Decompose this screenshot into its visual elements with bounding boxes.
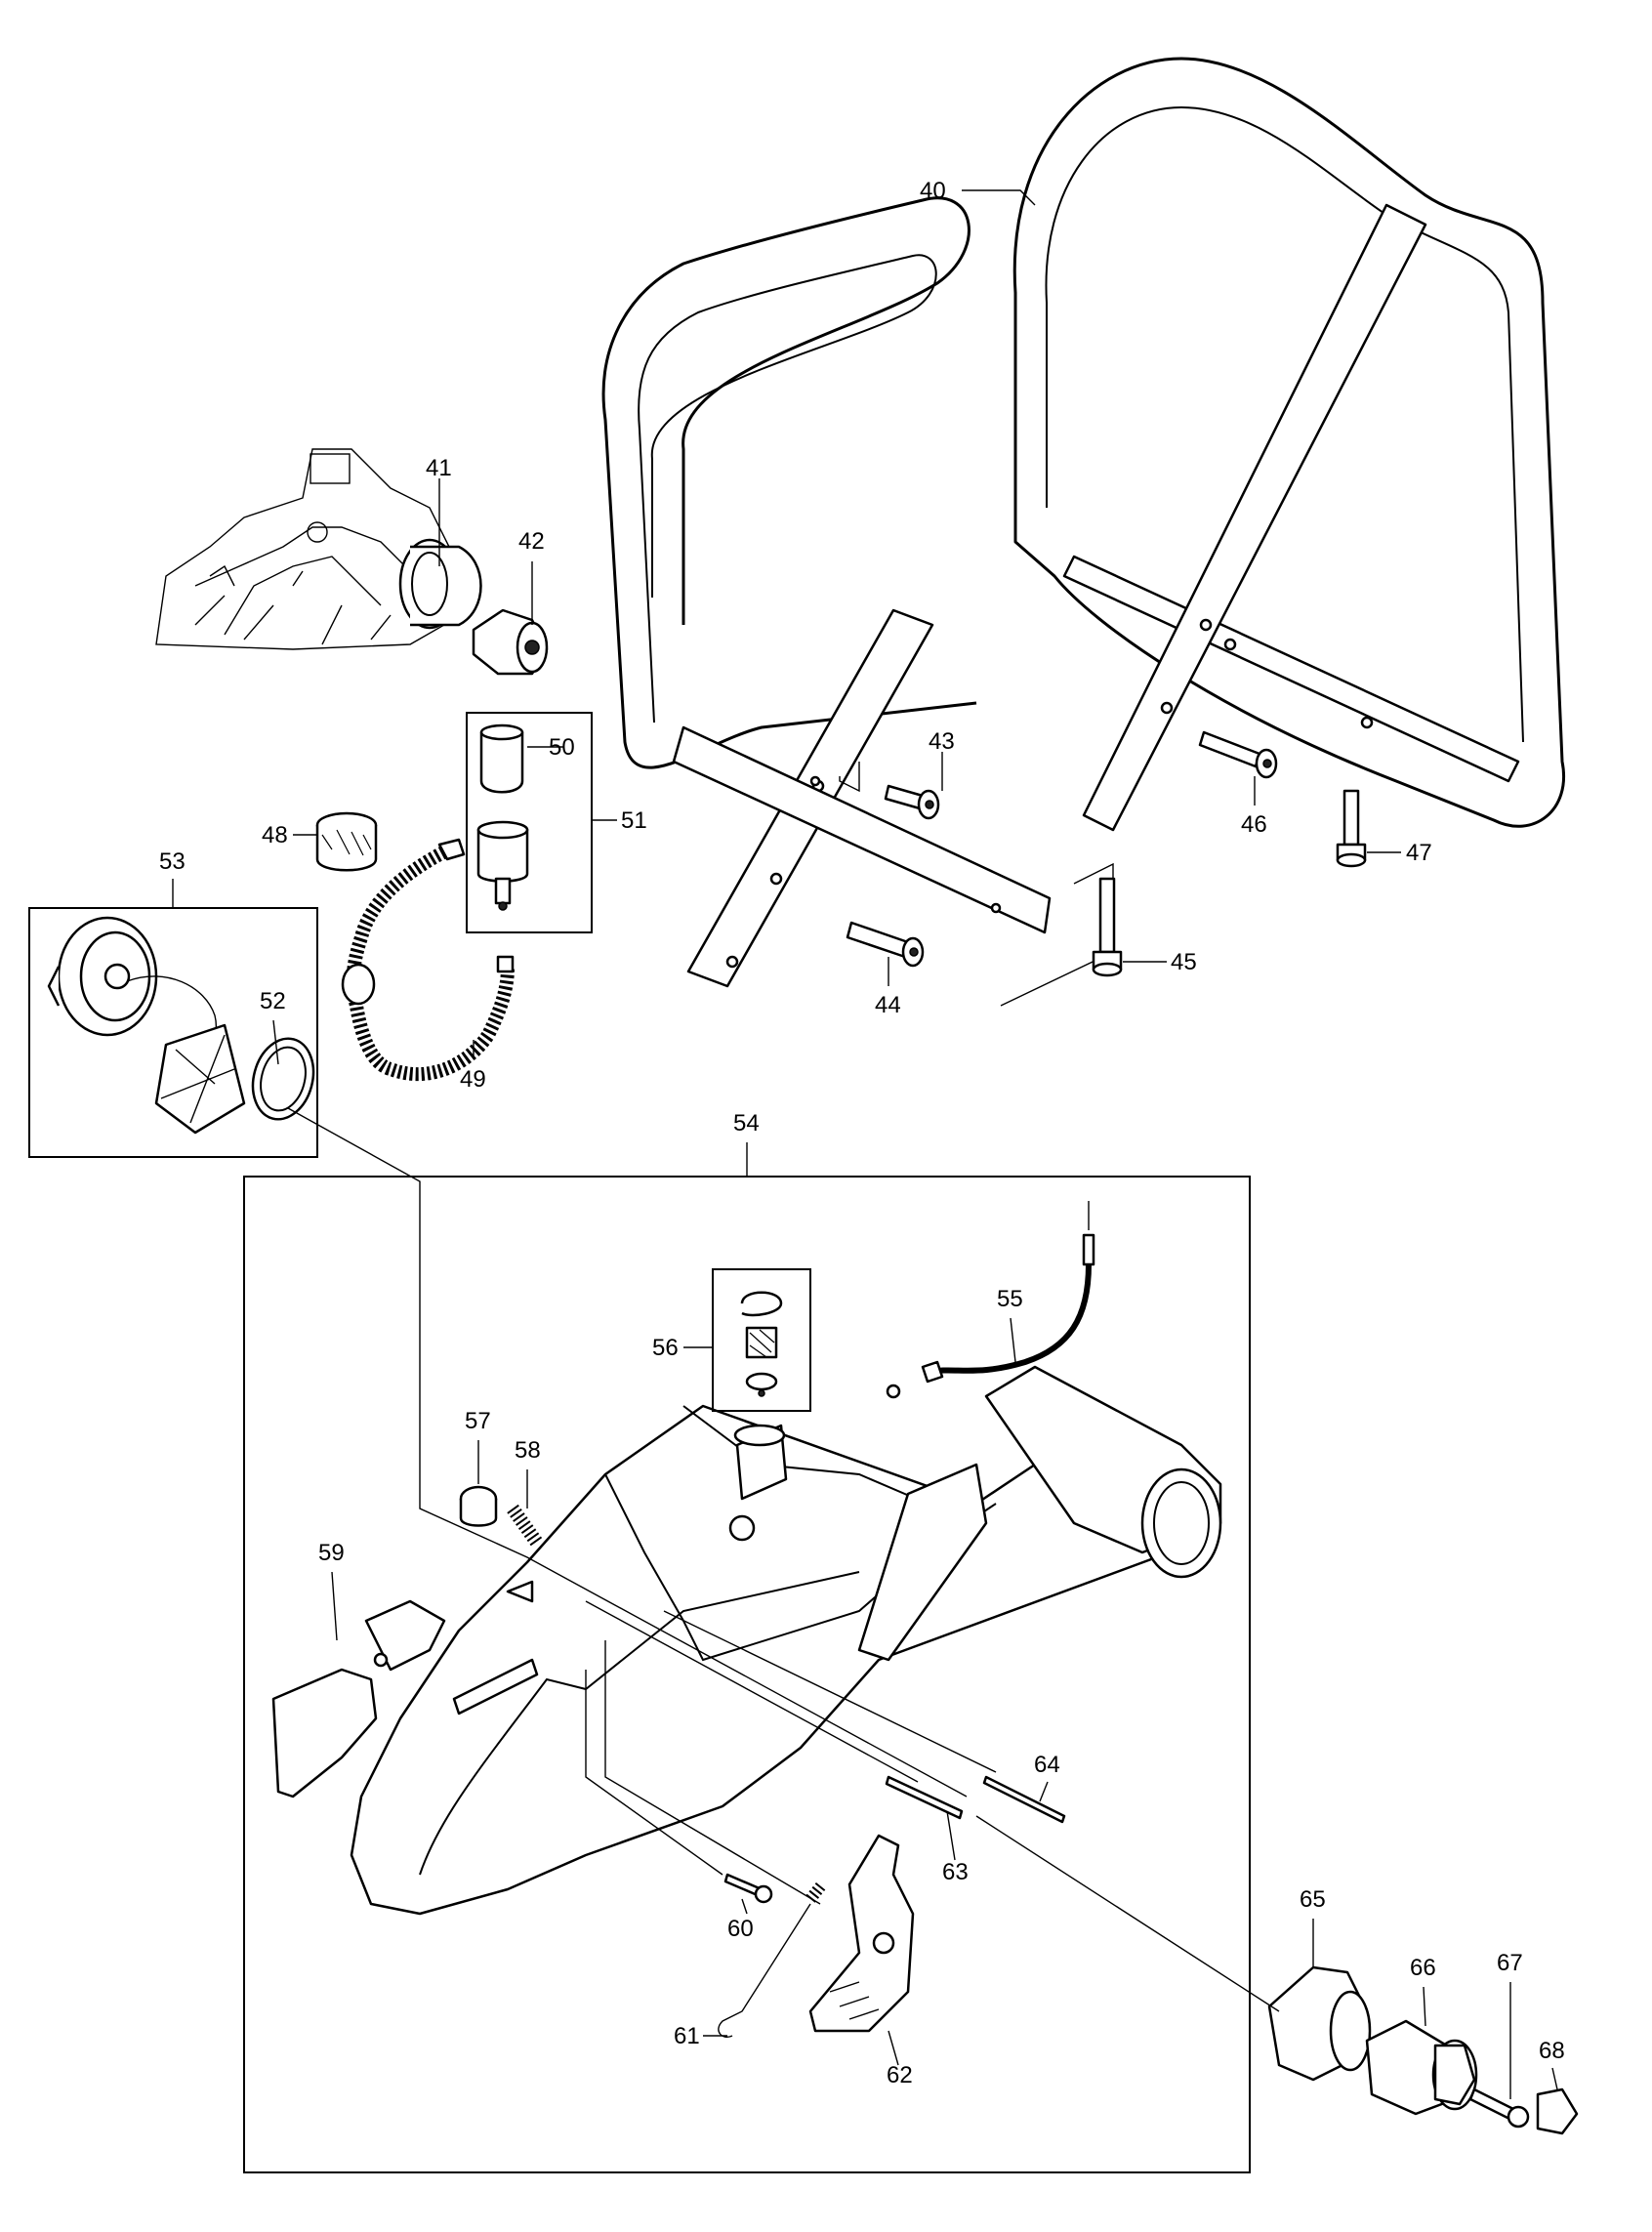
- plate-59: [271, 1599, 446, 1798]
- sleeve-66: [1365, 2019, 1478, 2116]
- callout-59: 59: [318, 1540, 345, 1566]
- fuel-filter-48: [315, 811, 378, 872]
- spring-58: [507, 1504, 543, 1548]
- callout-60: 60: [727, 1916, 754, 1942]
- cone-65: [1267, 1965, 1372, 2082]
- pin-63: [885, 1775, 964, 1820]
- screw-47: [1336, 789, 1367, 868]
- callout-58: 58: [515, 1437, 541, 1464]
- bushing-57: [459, 1485, 498, 1527]
- assembly-lines: [287, 1107, 1280, 2012]
- engine-casing-sketch: [155, 448, 450, 650]
- callout-45: 45: [1171, 949, 1197, 975]
- callout-67: 67: [1497, 1950, 1523, 1976]
- kit-box-51: [466, 712, 593, 933]
- callout-47: 47: [1406, 840, 1432, 866]
- leader-lines: [172, 189, 1558, 2099]
- callout-56: 56: [652, 1335, 679, 1361]
- callout-65: 65: [1300, 1886, 1326, 1913]
- callout-43: 43: [929, 728, 955, 755]
- callout-labels: 40 41 42 43 44 45 46 47 48 49 50 51 52 5…: [159, 178, 1565, 2088]
- callout-51: 51: [621, 807, 647, 834]
- callout-46: 46: [1241, 811, 1267, 838]
- callout-63: 63: [942, 1859, 969, 1885]
- callout-42: 42: [518, 528, 545, 555]
- callout-48: 48: [262, 822, 288, 848]
- screw-45: [1092, 877, 1123, 977]
- cap-68: [1536, 2087, 1579, 2135]
- callout-52: 52: [260, 988, 286, 1014]
- pin-60: [723, 1873, 773, 1904]
- fuel-hose-49: [341, 838, 515, 1082]
- pin-64: [982, 1775, 1066, 1824]
- callout-55: 55: [997, 1286, 1023, 1312]
- callout-66: 66: [1410, 1955, 1436, 1981]
- kit-box-56: [712, 1268, 811, 1412]
- lever-62: [808, 1834, 915, 2033]
- main-housing: [350, 1365, 1222, 1916]
- callout-49: 49: [460, 1066, 486, 1093]
- callout-61: 61: [674, 2023, 700, 2049]
- callout-57: 57: [465, 1408, 491, 1434]
- screw-44: [846, 921, 925, 968]
- kit-box-53: [28, 907, 318, 1158]
- o-ring-52: [251, 1037, 315, 1121]
- callout-68: 68: [1539, 2038, 1565, 2064]
- front-handle-large: [1012, 57, 1565, 832]
- retainer-ring-41: [398, 538, 482, 630]
- callout-64: 64: [1034, 1752, 1060, 1778]
- cable-55: [886, 1201, 1095, 1399]
- screw-46: [1198, 730, 1278, 779]
- callout-40: 40: [920, 178, 946, 204]
- screw-67: [1468, 2087, 1530, 2129]
- spring-61: [718, 1881, 827, 2038]
- callout-62: 62: [887, 2062, 913, 2088]
- knob-42: [472, 608, 549, 676]
- callout-44: 44: [875, 992, 901, 1018]
- callout-53: 53: [159, 848, 186, 875]
- screw-43: [884, 784, 940, 820]
- callout-41: 41: [426, 455, 452, 481]
- callout-54: 54: [733, 1110, 760, 1137]
- callout-50: 50: [549, 734, 575, 761]
